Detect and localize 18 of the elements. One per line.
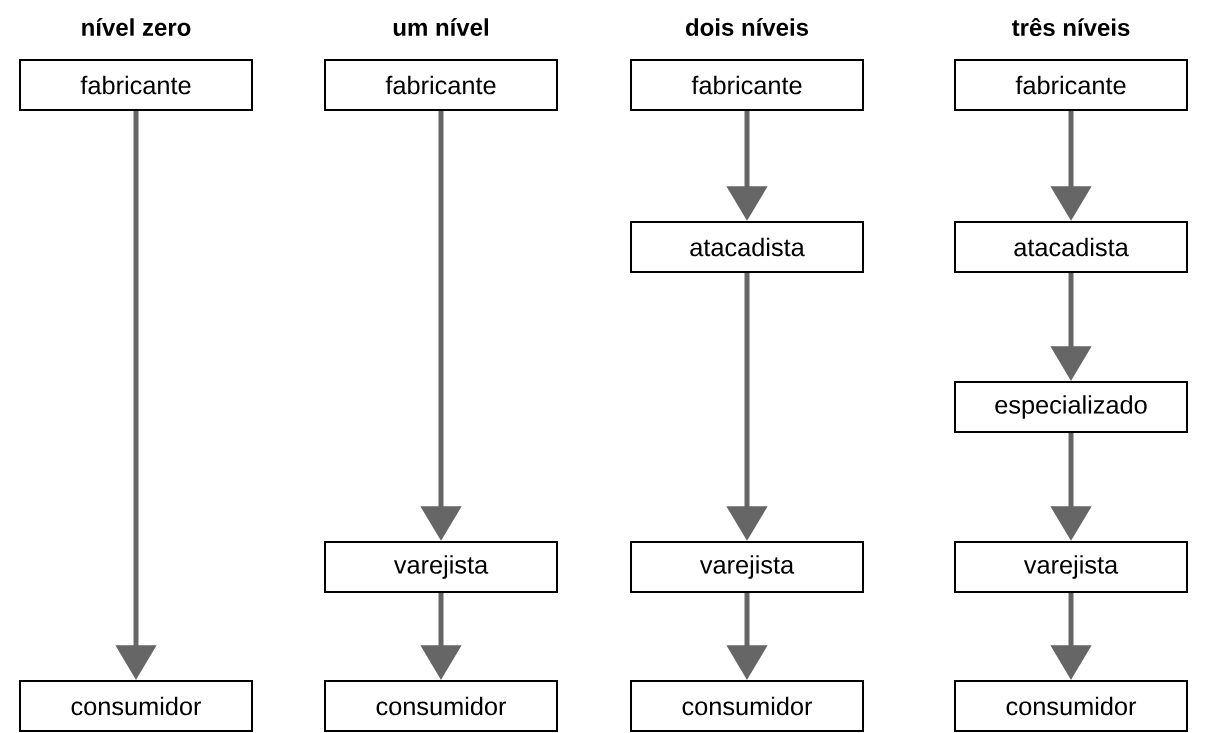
process-box: fabricante xyxy=(324,59,558,111)
process-box: varejista xyxy=(954,541,1188,593)
column-heading: nível zero xyxy=(82,18,191,36)
process-box: varejista xyxy=(630,541,864,593)
process-box: fabricante xyxy=(954,59,1188,111)
column-heading: um nível xyxy=(393,18,488,36)
process-box: consumidor xyxy=(954,680,1188,732)
process-box: fabricante xyxy=(630,59,864,111)
process-box: atacadista xyxy=(630,221,864,273)
column-heading: três níveis xyxy=(1011,17,1130,37)
process-box: atacadista xyxy=(954,221,1188,273)
process-box: consumidor xyxy=(630,680,864,732)
process-box: fabricante xyxy=(19,59,253,111)
process-box: especializado xyxy=(954,381,1188,433)
process-box: consumidor xyxy=(324,680,558,732)
process-box: varejista xyxy=(324,541,558,593)
column-heading: dois níveis xyxy=(685,18,809,36)
process-box: consumidor xyxy=(19,680,253,732)
